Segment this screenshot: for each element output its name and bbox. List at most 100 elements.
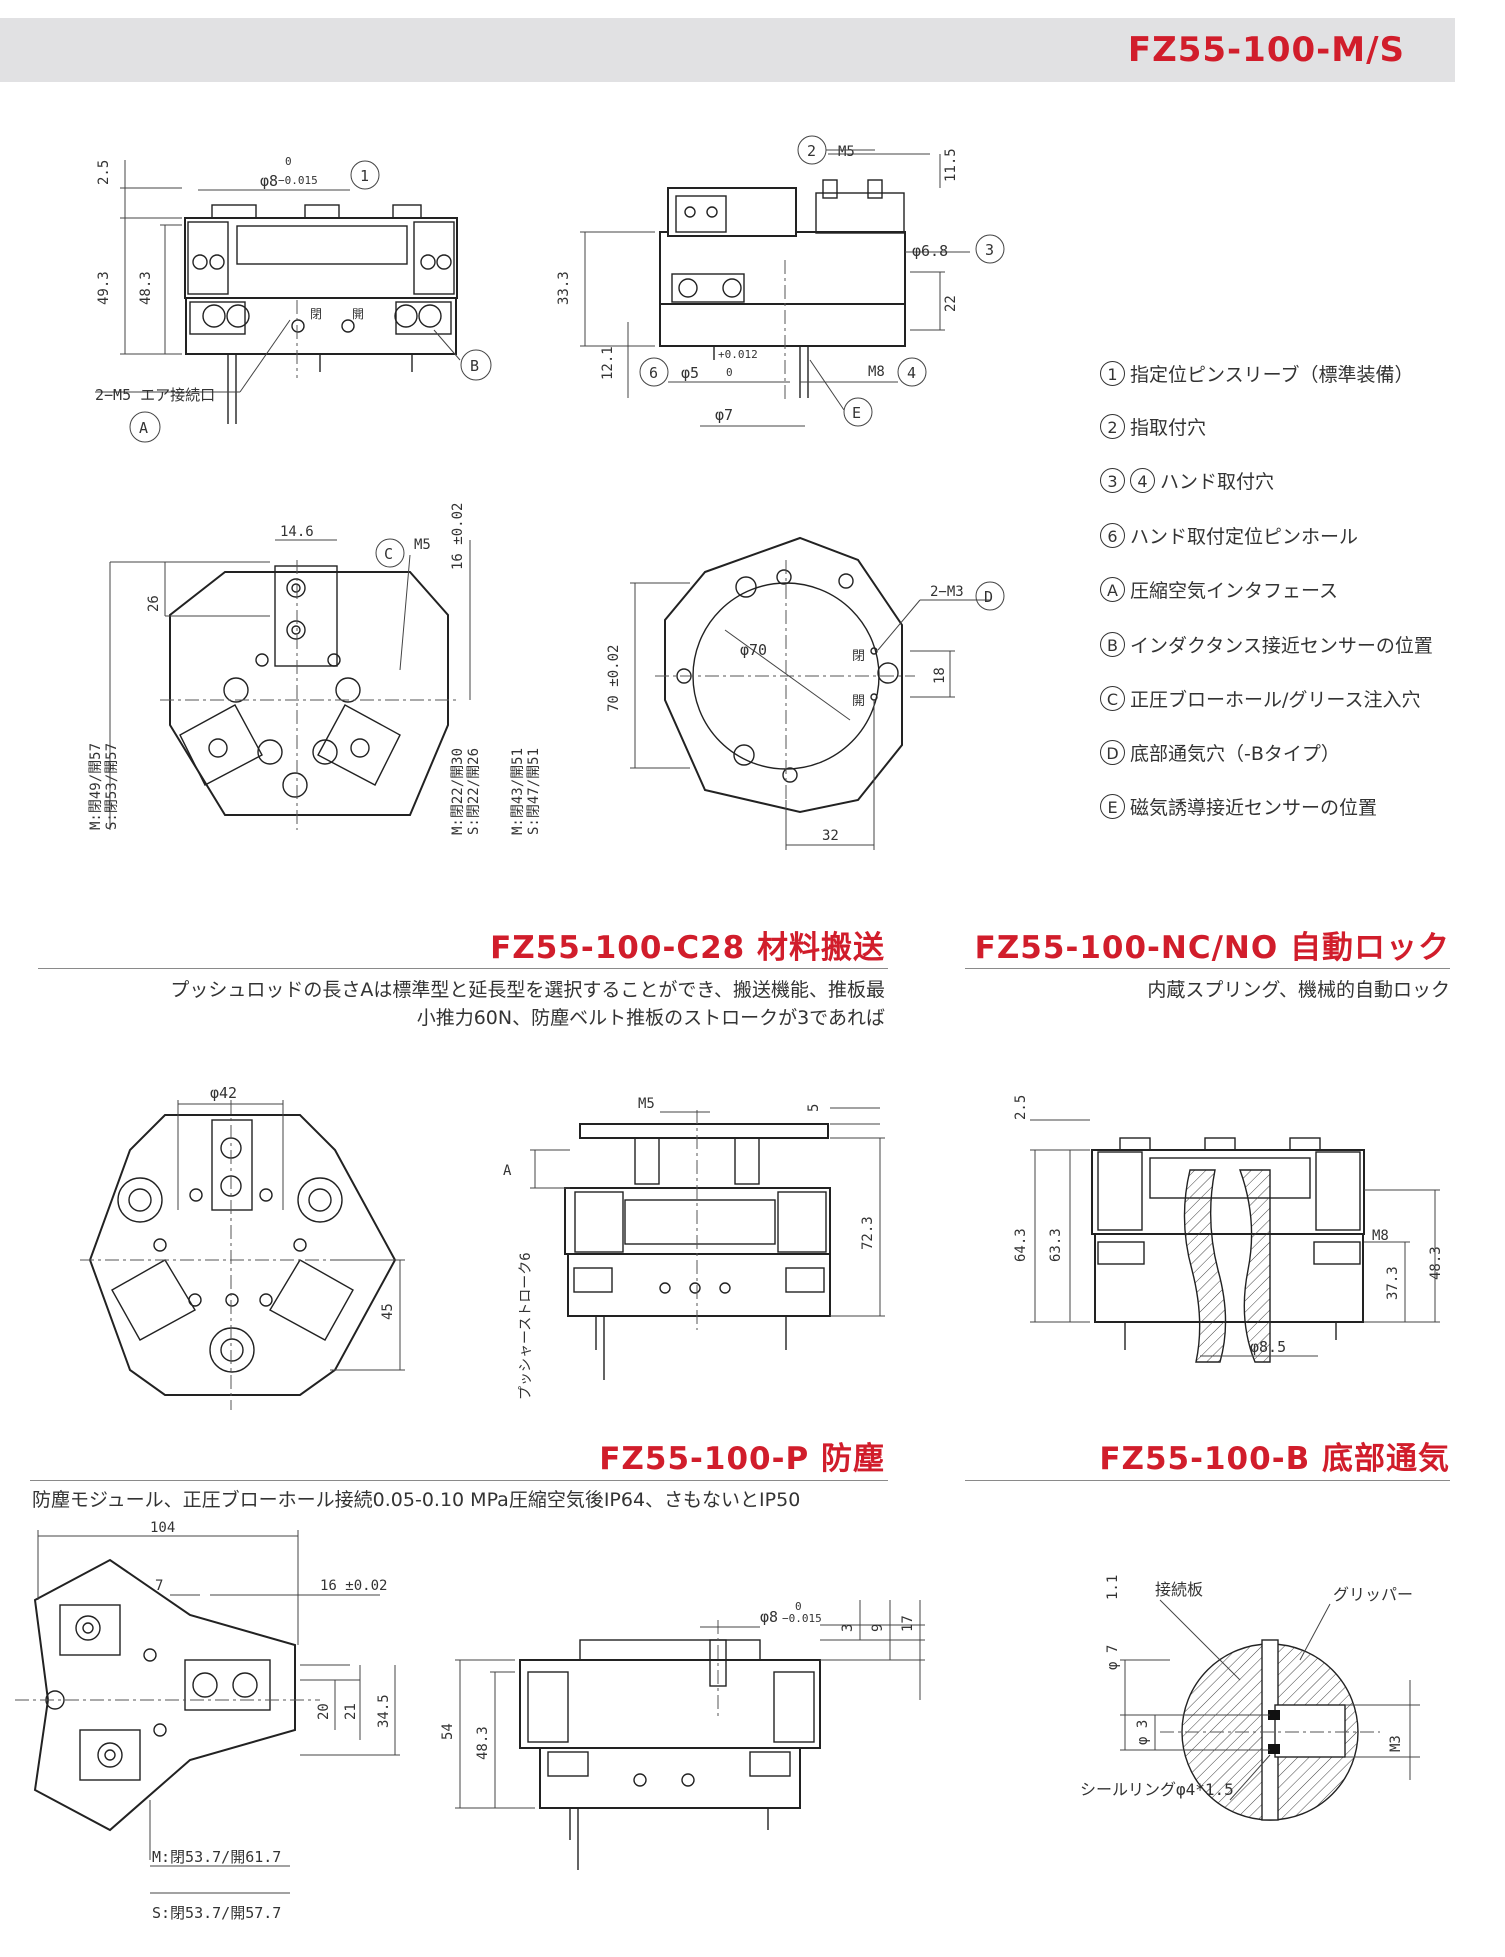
dim-label: 5 (806, 1104, 822, 1112)
dim-label: 48.3 (138, 271, 154, 305)
dim-label: φ5 (681, 364, 699, 382)
legend-marker: 6 (1100, 522, 1125, 548)
svg-text:6: 6 (649, 364, 658, 382)
dim-label: φ6.8 (912, 242, 948, 260)
dim-label: 18 (932, 667, 948, 684)
dim-label: M:閉49/開57 (88, 743, 104, 830)
dim-label: A (503, 1163, 512, 1179)
dim-label: 2−M5 エア接続口 (95, 386, 215, 404)
dim-label: M8 (868, 364, 885, 380)
dim-label: 70 ±0.02 (606, 645, 622, 712)
drawing-c28-top-view: φ42 45 (80, 1084, 405, 1410)
legend-marker: B (1100, 631, 1125, 657)
dim-label: シールリングφ4*1.5 (1080, 1780, 1234, 1799)
dim-label: φ 7 (1105, 1645, 1121, 1670)
dim-label: φ8 (760, 1608, 778, 1626)
dim-label: M8 (1372, 1228, 1389, 1244)
drawing-bottom-view: φ70 閉 開 70 ±0.02 18 2−M3 D 32 (606, 536, 1005, 850)
dim-label: 9 (870, 1624, 886, 1632)
legend-marker: A (1100, 576, 1125, 602)
dim-label: 37.3 (1385, 1266, 1401, 1300)
section-title-p: FZ55-100-P 防塵 (599, 1441, 885, 1477)
dim-label: 開 (852, 694, 865, 709)
dim-label: 64.3 (1013, 1228, 1029, 1262)
dim-label: φ70 (740, 641, 767, 659)
legend-text: 指定位ピンスリーブ（標準装備） (1130, 363, 1414, 386)
dim-label: 7 (155, 1578, 163, 1594)
dim-label: 16 ±0.02 (450, 503, 466, 570)
dim-label: 63.3 (1048, 1228, 1064, 1262)
dim-label: 48.3 (475, 1726, 491, 1760)
dim-label: 33.3 (556, 271, 572, 305)
dim-label: 26 (146, 595, 162, 612)
dim-label: 17 (900, 1615, 916, 1632)
dim-label: φ7 (715, 406, 733, 424)
section-title-c28: FZ55-100-C28 材料搬送 (490, 930, 885, 966)
dim-label: M5 (638, 1096, 655, 1112)
dim-label: 接続板 (1155, 1580, 1203, 1599)
dim-label: 11.5 (943, 148, 959, 182)
dim-label: 54 (440, 1723, 456, 1740)
dim-label: 2.5 (1013, 1095, 1029, 1120)
dim-label: 45 (380, 1303, 396, 1320)
dim-label: φ8.5 (1250, 1338, 1286, 1356)
legend-marker: 1 (1100, 360, 1125, 386)
svg-text:4: 4 (907, 364, 916, 382)
drawing-ncno-view: 2.5 64.3 63.3 M8 37.3 48.3 φ8.5 (1013, 1095, 1444, 1363)
dim-label: S:閉22/開26 (466, 748, 482, 835)
dim-label: 22 (943, 295, 959, 312)
drawing-side-view: 33.3 12.1 11.5 22 2 M5 φ6.8 3 6 φ5 +0.01… (556, 135, 1005, 427)
dim-label: 開 (352, 307, 364, 321)
dim-label: 閉 (310, 307, 322, 321)
dim-label: 49.3 (96, 271, 112, 305)
dim-label: 2−M3 (930, 584, 964, 600)
dim-label: S:閉53.7/開57.7 (152, 1904, 281, 1922)
dim-label: プッシャーストローク6 (518, 1252, 534, 1400)
dim-label: φ8 (260, 172, 278, 190)
dim-label: 72.3 (860, 1216, 876, 1250)
legend-text: 指取付穴 (1130, 416, 1207, 439)
dim-label: S:閉47/開51 (526, 748, 542, 835)
legend-text: 磁気誘導接近センサーの位置 (1130, 796, 1378, 819)
gripper-body (184, 217, 458, 299)
legend-text: インダクタンス接近センサーの位置 (1130, 634, 1433, 657)
section-title-b: FZ55-100-B 底部通気 (1099, 1441, 1450, 1477)
dim-label: 2.5 (96, 160, 112, 185)
dim-label: 12.1 (600, 346, 616, 380)
drawing-p-top-view: 104 7 16 ±0.02 20 21 34.5 M:閉53.7/開61.7 … (15, 1520, 400, 1922)
dim-label: 1.1 (1105, 1575, 1121, 1600)
dim-label: 閉 (852, 649, 865, 664)
dim-label: 34.5 (376, 1694, 392, 1728)
legend-text: ハンド取付定位ピンホール (1130, 525, 1359, 548)
drawing-c28-side-view: M5 5 A 72.3 プッシャーストローク6 (503, 1096, 885, 1400)
dim-label: 0 (726, 366, 733, 379)
legend-text: 圧縮空気インタフェース (1130, 579, 1339, 602)
dim-label: −0.015 (278, 174, 318, 187)
svg-text:A: A (139, 419, 148, 437)
svg-text:E: E (852, 404, 861, 422)
section-title-ncno: FZ55-100-NC/NO 自動ロック (974, 930, 1450, 966)
dim-label: S:閉53/開57 (104, 743, 120, 830)
legend-marker: 2 (1100, 413, 1125, 439)
legend-text: 正圧ブローホール/グリース注入穴 (1130, 688, 1421, 711)
dim-label: M5 (838, 144, 855, 160)
dim-label: M5 (414, 537, 431, 553)
dim-label: 0 (285, 155, 292, 168)
gripper-body (659, 231, 906, 305)
dim-label: −0.015 (782, 1612, 822, 1625)
dim-label: 3 (840, 1624, 856, 1632)
section-desc-p: 防塵モジュール、正圧ブローホール接続0.05-0.10 MPa圧縮空気後IP64… (32, 1489, 801, 1511)
drawing-top-view: 26 14.6 C M5 16 ±0.02 M:閉49/開57 S:閉53/開5… (88, 503, 542, 835)
page-title: FZ55-100-M/S (1127, 30, 1405, 70)
dim-label: φ 3 (1135, 1720, 1151, 1745)
dim-label: 104 (150, 1520, 175, 1536)
dim-label: 16 ±0.02 (320, 1578, 387, 1594)
